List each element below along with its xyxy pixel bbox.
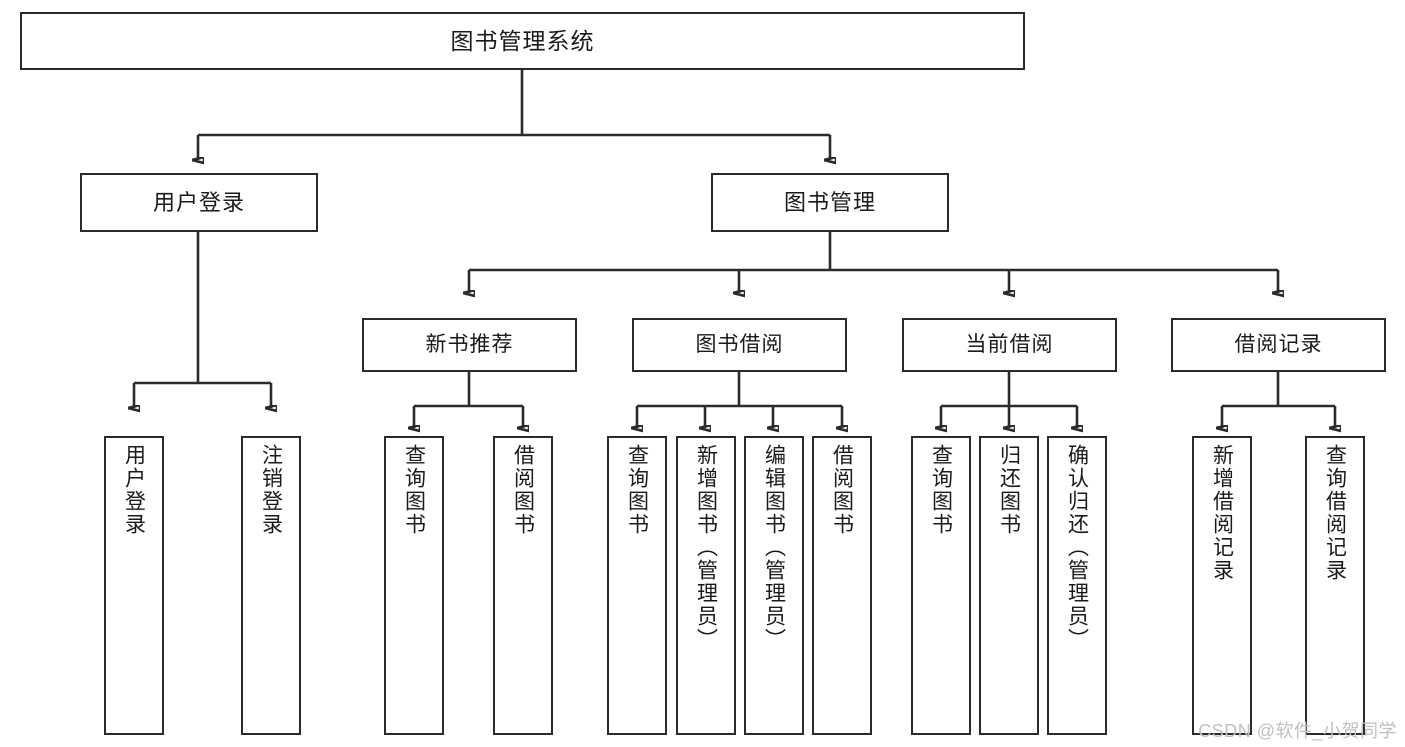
leaf-current-borrow-return[interactable]: 归还图书 <box>979 436 1039 735</box>
node-book-management[interactable]: 图书管理 <box>711 173 949 232</box>
csdn-watermark: CSDN @软件_小贺同学 <box>1198 721 1397 741</box>
leaf-borrow-record-query[interactable]: 查询借阅记录 <box>1305 436 1365 735</box>
node-user-login[interactable]: 用户登录 <box>80 173 318 232</box>
leaf-user-login-login[interactable]: 用户登录 <box>104 436 164 735</box>
leaf-label: 新增图书（管理员） <box>694 444 718 651</box>
leaf-book-borrow-borrow[interactable]: 借阅图书 <box>812 436 872 735</box>
node-borrow-record-label: 借阅记录 <box>1234 332 1323 356</box>
node-current-borrow[interactable]: 当前借阅 <box>902 318 1117 372</box>
leaf-new-book-query[interactable]: 查询图书 <box>384 436 444 735</box>
leaf-label: 查询图书 <box>929 444 953 536</box>
node-new-book-recommend-label: 新书推荐 <box>425 332 514 356</box>
leaf-label: 查询图书 <box>625 444 649 536</box>
leaf-borrow-record-add[interactable]: 新增借阅记录 <box>1192 436 1252 735</box>
leaf-label: 注销登录 <box>259 444 283 536</box>
node-current-borrow-label: 当前借阅 <box>965 332 1054 356</box>
leaf-label: 借阅图书 <box>511 444 535 536</box>
leaf-current-borrow-query[interactable]: 查询图书 <box>911 436 971 735</box>
leaf-book-borrow-query[interactable]: 查询图书 <box>607 436 667 735</box>
leaf-label: 归还图书 <box>997 444 1021 536</box>
leaf-label: 借阅图书 <box>830 444 854 536</box>
leaf-book-borrow-edit[interactable]: 编辑图书（管理员） <box>744 436 804 735</box>
node-user-login-label: 用户登录 <box>152 189 245 215</box>
leaf-user-login-logout[interactable]: 注销登录 <box>241 436 301 735</box>
leaf-current-borrow-confirm-return[interactable]: 确认归还（管理员） <box>1047 436 1107 735</box>
node-borrow-record[interactable]: 借阅记录 <box>1171 318 1386 372</box>
node-book-borrow-label: 图书借阅 <box>695 332 784 356</box>
leaf-label: 新增借阅记录 <box>1210 444 1234 582</box>
node-book-management-label: 图书管理 <box>783 189 876 215</box>
leaf-book-borrow-add[interactable]: 新增图书（管理员） <box>676 436 736 735</box>
leaf-label: 确认归还（管理员） <box>1065 444 1089 651</box>
node-root-label: 图书管理系统 <box>450 27 595 54</box>
leaf-label: 编辑图书（管理员） <box>762 444 786 651</box>
leaf-label: 查询图书 <box>402 444 426 536</box>
leaf-label: 用户登录 <box>122 444 146 536</box>
leaf-label: 查询借阅记录 <box>1323 444 1347 582</box>
node-root[interactable]: 图书管理系统 <box>20 12 1025 70</box>
node-book-borrow[interactable]: 图书借阅 <box>632 318 847 372</box>
node-new-book-recommend[interactable]: 新书推荐 <box>362 318 577 372</box>
leaf-new-book-borrow[interactable]: 借阅图书 <box>493 436 553 735</box>
